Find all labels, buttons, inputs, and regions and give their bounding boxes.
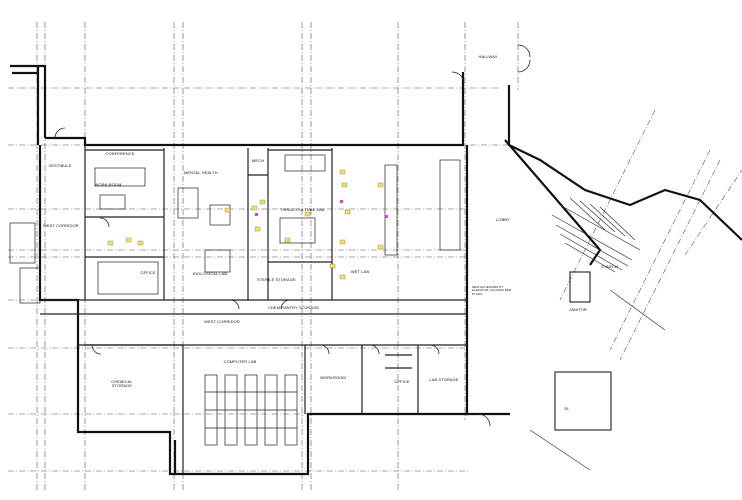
room-name: MECH [251, 158, 265, 163]
equipment [9, 154, 461, 304]
room-label-workroom: WORKROOM [318, 376, 348, 380]
room-name: WORKROOM [320, 375, 346, 380]
room-label-elevator-lobby: EL [560, 407, 574, 411]
plan-note-text: NEW ACCESSIBILITY ELEVATOR LOCATED PER P… [472, 285, 512, 296]
room-name: WEST CORRIDOR [43, 223, 79, 228]
room-label-west-corridor: WEST CORRIDOR [43, 223, 79, 228]
interior-walls [40, 145, 467, 474]
tag-marks [107, 169, 384, 280]
room-name: BIOLOGICAL LAB [193, 271, 228, 276]
room-name: VESTIBULE [48, 163, 72, 168]
room-label-janitor: JANITOR [566, 308, 590, 312]
room-name: COMPUTER LAB [223, 359, 257, 364]
room-name: WEST CORRIDOR [204, 319, 240, 324]
room-label-chem-pantry: CHEM PANTRY STORAGE [268, 306, 319, 310]
room-label-chemical-storage: CHEMICAL STORAGE [106, 380, 138, 388]
stair-lines [529, 197, 666, 471]
magenta-tag-marks [255, 200, 388, 218]
room-name: LOBBY [496, 217, 510, 222]
room-name: WET LAB [350, 269, 370, 274]
room-label-office: OFFICE [135, 271, 161, 275]
grid-lines [8, 22, 742, 490]
room-label-stair: STAIR #1 [598, 265, 622, 269]
room-label-lobby: LOBBY [493, 218, 513, 222]
room-name: STERILE STORAGE [257, 277, 296, 282]
room-name: CHEMICAL STORAGE [111, 379, 133, 388]
room-label-hallway: HALLWAY [478, 55, 498, 59]
room-label-work-room: WORK ROOM [94, 183, 122, 187]
doors [54, 44, 531, 427]
room-name: WORK ROOM [94, 182, 122, 187]
room-label-vestibule: VESTIBULE [47, 164, 73, 168]
room-label-biological-lab: BIOLOGICAL LAB [193, 272, 227, 276]
plan-note: NEW ACCESSIBILITY ELEVATOR LOCATED PER P… [472, 285, 512, 296]
room-label-mech: MECH [250, 159, 266, 163]
room-label-west-corridor-bottom: WEST CORRIDOR [204, 320, 240, 324]
exterior-walls [10, 64, 742, 476]
room-name: HALLWAY [478, 54, 498, 59]
room-name: CONFERENCE [105, 151, 135, 156]
room-name: MENTAL HEALTH [184, 170, 218, 175]
room-name: JANITOR [569, 307, 587, 312]
room-name: LAB STORAGE [429, 377, 459, 382]
room-label-lab-storage: LAB STORAGE [428, 378, 460, 382]
room-name: STAIR #1 [601, 264, 619, 269]
room-name: CHEM PANTRY STORAGE [268, 305, 320, 310]
room-label-conference: CONFERENCE [104, 152, 136, 156]
room-label-sterile-storage: STERILE STORAGE [257, 278, 296, 282]
room-label-office-bottom: OFFICE [390, 380, 414, 384]
room-label-mental-health: MENTAL HEALTH [184, 170, 218, 175]
room-name: TISSUE CULTURE LAB [280, 207, 325, 212]
room-label-tissue-culture-lab: TISSUE CULTURE LAB [280, 208, 325, 212]
room-name: OFFICE [140, 270, 156, 275]
room-name: OFFICE [394, 379, 410, 384]
computer-desks [204, 374, 298, 446]
room-label-computer-lab: COMPUTER LAB [222, 360, 258, 364]
room-label-wet-lab: WET LAB [348, 270, 372, 274]
room-name: EL [564, 406, 570, 411]
